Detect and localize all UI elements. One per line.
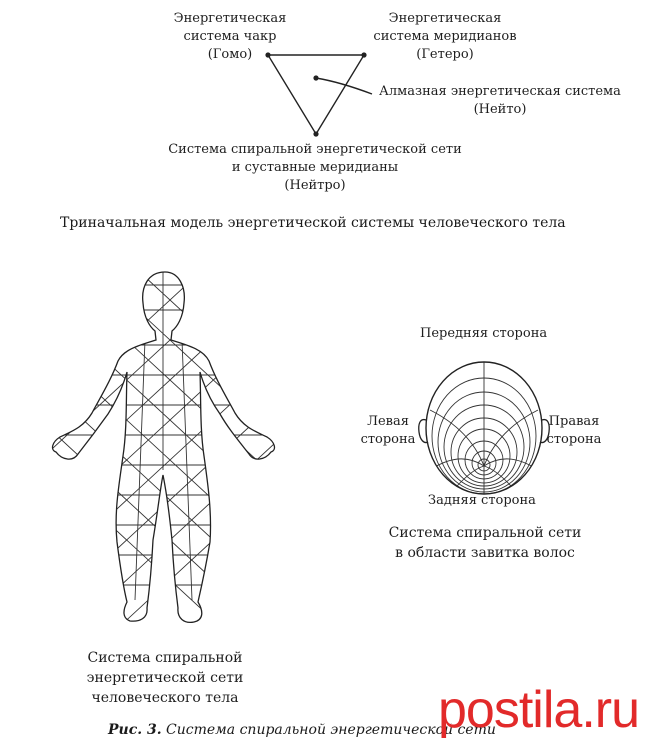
right-ear — [539, 418, 550, 444]
hetero-node — [361, 52, 367, 58]
label-line: Энергетическая — [388, 11, 502, 26]
label-line: система меридианов — [373, 29, 517, 44]
label-meridian-system: Энергетическая система меридианов (Гетер… — [360, 10, 530, 64]
label-line: Энергетическая — [173, 11, 287, 26]
human-figure — [51, 271, 276, 624]
head-diagram — [418, 361, 550, 495]
diamond-node — [313, 75, 319, 81]
label-line: Алмазная энергетическая система — [379, 84, 621, 99]
figure-title: Система спиральной энергетической сети — [166, 722, 496, 738]
caption-line: Система спиральной сети — [388, 525, 582, 541]
label-diamond-system: Алмазная энергетическая система (Нейто) — [370, 83, 630, 119]
triangle-shape — [266, 54, 366, 136]
caption-line: энергетической сети — [86, 670, 244, 686]
label-line: Система спиральной энергетической сети — [168, 142, 462, 157]
triangle-model-title: Триначальная модель энергетической систе… — [60, 215, 566, 231]
diamond-connector-line — [315, 77, 373, 95]
label-line: сторона — [546, 432, 602, 447]
label-spiral-network: Система спиральной энергетической сети и… — [165, 141, 465, 195]
caption-line: человеческого тела — [91, 690, 239, 706]
label-line: и суставные меридианы — [231, 160, 399, 175]
triangle-diagram — [266, 54, 373, 136]
label-left-side: Левая сторона — [360, 413, 416, 449]
label-back-side: Задняя сторона — [428, 493, 536, 508]
figure-number: Рис. 3. — [108, 722, 162, 738]
label-front-side: Передняя сторона — [420, 326, 548, 341]
label-chakra-system: Энергетическая система чакр (Гомо) — [150, 10, 310, 64]
caption-line: Система спиральной — [87, 650, 243, 666]
label-line: (Нейто) — [473, 102, 527, 117]
head-caption: Система спиральной сети в области завитк… — [380, 523, 590, 563]
watermark-logo: postila.ru — [438, 681, 640, 739]
neutro-node — [313, 131, 319, 137]
homo-node — [265, 52, 271, 58]
label-line: система чакр — [183, 29, 277, 44]
label-line: сторона — [360, 432, 416, 447]
label-line: Правая — [548, 414, 600, 429]
label-right-side: Правая сторона — [544, 413, 604, 449]
label-line: (Нейтро) — [284, 178, 346, 193]
body-outline — [51, 271, 276, 624]
figure-caption: Рис. 3. Система спиральной энергетическо… — [108, 722, 496, 738]
head-outline — [425, 361, 543, 495]
caption-line: в области завитка волос — [395, 545, 575, 561]
label-line: (Гомо) — [207, 47, 253, 62]
label-line: (Гетеро) — [416, 47, 474, 62]
label-line: Левая — [367, 414, 409, 429]
body-caption: Система спиральной энергетической сети ч… — [60, 648, 270, 708]
left-ear — [418, 418, 429, 444]
